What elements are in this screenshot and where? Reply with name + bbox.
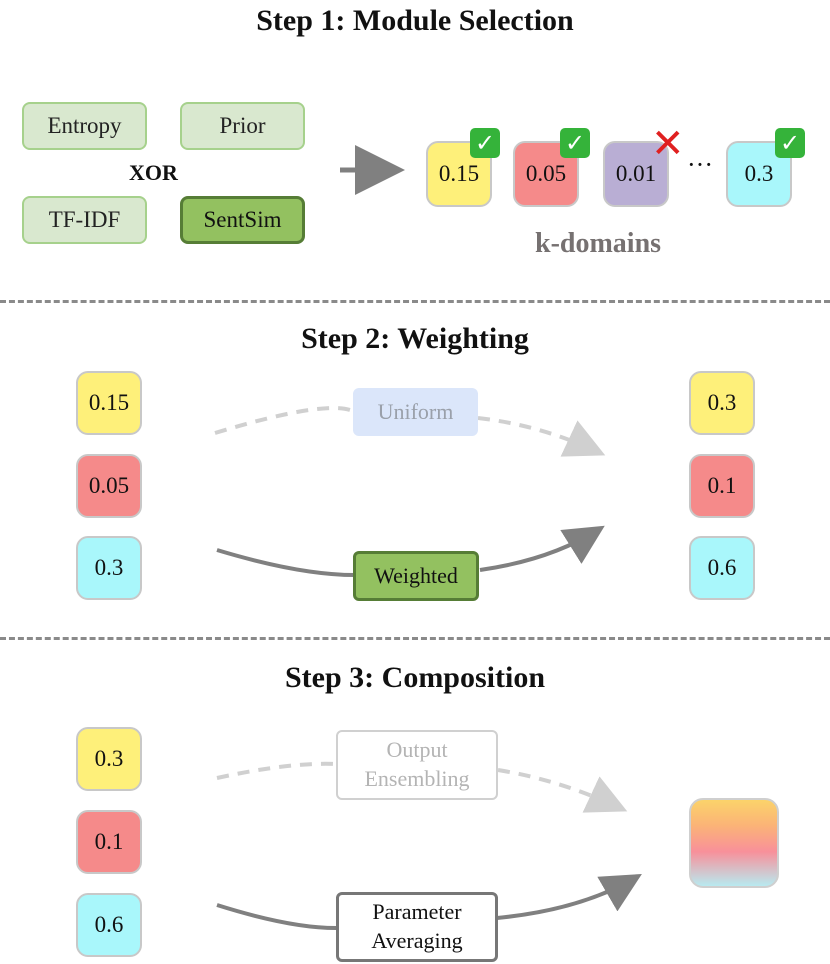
check-icon: ✓: [775, 128, 805, 158]
averaging-arrow: [216, 878, 635, 930]
step3-title: Step 3: Composition: [284, 661, 546, 694]
input-tile: 0.1: [76, 810, 142, 874]
output-tile: 0.1: [689, 454, 755, 518]
cross-icon: ✕: [651, 121, 685, 167]
section-divider: [0, 637, 830, 640]
k-domains-label: k-domains: [535, 228, 662, 259]
module-sentsim-button[interactable]: SentSim: [180, 196, 305, 244]
xor-label: XOR: [129, 160, 178, 185]
domain-tile: 0.3: [726, 141, 792, 207]
option-label-line: Output: [386, 737, 448, 763]
ensembling-arrow: [216, 761, 620, 808]
parameter-averaging-option[interactable]: Parameter Averaging: [336, 892, 498, 962]
module-tfidf-button[interactable]: TF-IDF: [22, 196, 147, 244]
merged-model-tile: [689, 798, 779, 888]
output-tile: 0.3: [689, 371, 755, 435]
module-entropy-button[interactable]: Entropy: [22, 102, 147, 150]
input-tile: 0.6: [76, 893, 142, 957]
check-icon: ✓: [560, 128, 590, 158]
uniform-option[interactable]: Uniform: [353, 388, 478, 436]
domain-tile: 0.05: [513, 141, 579, 207]
step2-title: Step 2: Weighting: [301, 322, 529, 355]
input-tile: 0.3: [76, 536, 142, 600]
option-label-line: Ensembling: [364, 766, 470, 791]
uniform-arrow: [214, 406, 598, 452]
output-ensembling-option[interactable]: Output Ensembling: [336, 730, 498, 800]
output-tile: 0.6: [689, 536, 755, 600]
input-tile: 0.3: [76, 727, 142, 791]
module-prior-button[interactable]: Prior: [180, 102, 305, 150]
input-tile: 0.05: [76, 454, 142, 518]
section-divider: [0, 300, 830, 303]
ellipsis: ···: [687, 150, 713, 179]
check-icon: ✓: [470, 128, 500, 158]
weighted-arrow: [216, 530, 598, 577]
domain-tile: 0.01: [603, 141, 669, 207]
weighted-option[interactable]: Weighted: [353, 551, 479, 601]
input-tile: 0.15: [76, 371, 142, 435]
step1-title: Step 1: Module Selection: [256, 4, 574, 37]
option-label-line: Parameter: [372, 899, 462, 925]
option-label-line: Averaging: [371, 928, 463, 953]
